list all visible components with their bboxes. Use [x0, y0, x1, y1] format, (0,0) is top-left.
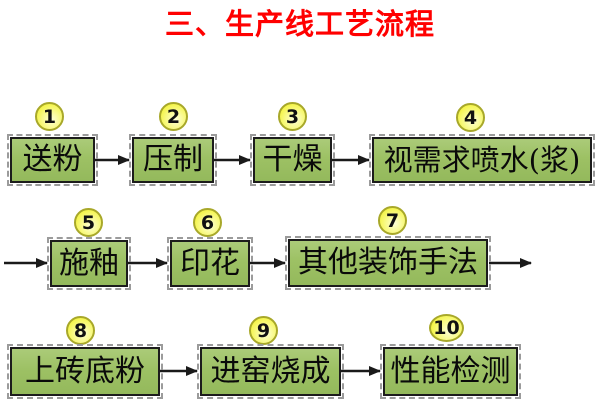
- step-label: 视需求喷水(浆): [383, 142, 581, 177]
- step-circle-5: 5: [74, 208, 103, 237]
- step-box-yazhi: 压制: [129, 134, 217, 186]
- step-circle-2: 2: [159, 102, 188, 131]
- step-circle-10: 10: [429, 314, 464, 342]
- step-label: 上砖底粉: [25, 353, 145, 389]
- step-label: 其他装饰手法: [298, 245, 478, 280]
- step-number: 5: [81, 211, 96, 234]
- step-label: 印花: [180, 245, 240, 281]
- step-number: 3: [285, 105, 300, 128]
- step-box-penshui: 视需求喷水(浆): [369, 134, 595, 186]
- page-title: 三、生产线工艺流程: [164, 7, 435, 41]
- step-number: 2: [166, 105, 181, 128]
- step-label: 性能检测: [390, 353, 511, 389]
- step-circle-8: 8: [66, 316, 95, 345]
- step-number: 6: [200, 211, 215, 234]
- step-number: 8: [73, 319, 88, 342]
- step-box-ganzao: 干燥: [250, 134, 335, 186]
- step-circle-9: 9: [249, 316, 278, 345]
- step-box-shiyou: 施釉: [47, 237, 131, 290]
- step-box-jiance: 性能检测: [380, 344, 521, 399]
- step-box-shaocheng: 进窑烧成: [197, 344, 344, 399]
- step-box-songfen: 送粉: [7, 134, 98, 186]
- step-number: 1: [42, 105, 57, 128]
- step-number: 10: [433, 317, 460, 339]
- step-label: 送粉: [22, 142, 83, 177]
- step-label: 进窑烧成: [210, 353, 331, 389]
- step-box-yinhua: 印花: [167, 237, 253, 290]
- step-circle-4: 4: [456, 103, 485, 132]
- step-circle-3: 3: [278, 102, 307, 131]
- step-box-difen: 上砖底粉: [7, 344, 163, 399]
- step-circle-6: 6: [193, 208, 222, 237]
- step-label: 干燥: [262, 142, 323, 177]
- step-box-zhuangshi: 其他装饰手法: [285, 236, 491, 290]
- step-circle-7: 7: [378, 206, 407, 235]
- step-number: 4: [463, 106, 478, 129]
- step-circle-1: 1: [35, 102, 64, 131]
- step-label: 压制: [143, 142, 203, 177]
- step-number: 9: [256, 319, 271, 342]
- step-label: 施釉: [59, 245, 119, 281]
- step-number: 7: [385, 209, 400, 232]
